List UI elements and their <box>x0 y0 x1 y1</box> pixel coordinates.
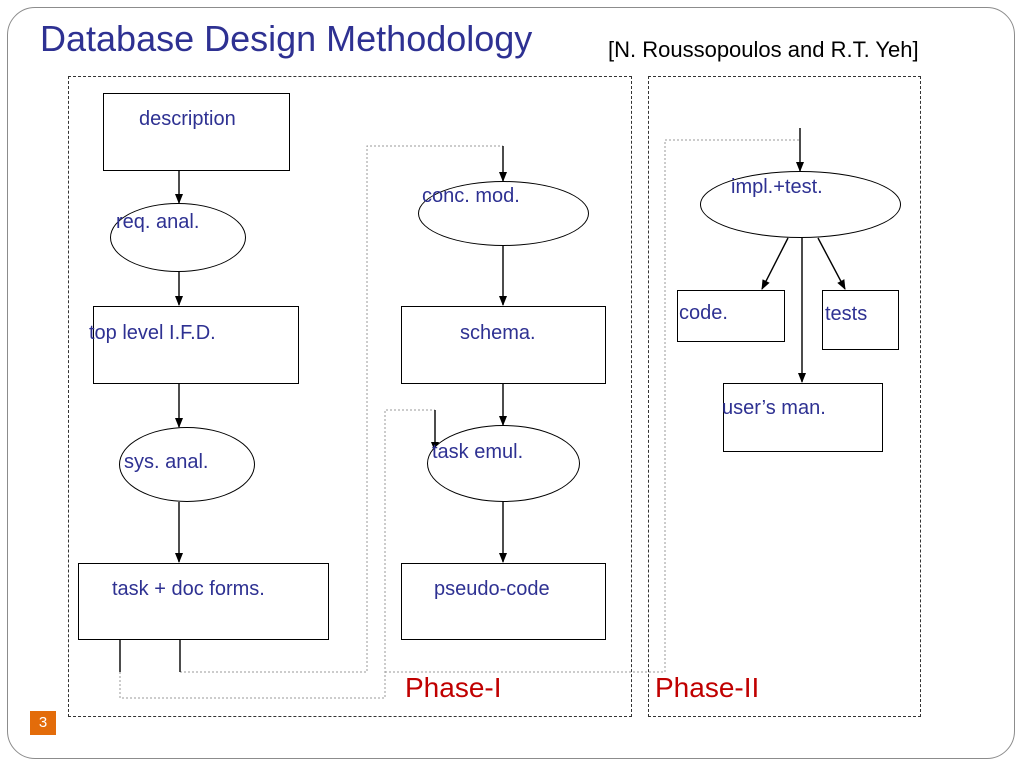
conc-mod-label: conc. mod. <box>422 185 520 207</box>
sys-anal-oval <box>119 427 255 502</box>
schema-box <box>401 306 606 384</box>
top-level-ifd-box <box>93 306 299 384</box>
schema-label: schema. <box>460 322 536 344</box>
task-emul-label: task emul. <box>432 441 524 463</box>
page-number-badge: 3 <box>30 711 56 735</box>
code-label: code. <box>679 302 728 324</box>
phase1-panel <box>68 76 632 717</box>
slide-frame <box>7 7 1015 759</box>
req-anal-label: req. anal. <box>116 211 200 233</box>
phase2-panel <box>648 76 921 717</box>
phase2-label: Phase-II <box>655 672 760 703</box>
pseudo-code-label: pseudo-code <box>434 578 550 600</box>
phase1-label: Phase-I <box>405 672 502 703</box>
arrow-impl-tests <box>817 237 846 290</box>
sys-anal-label: sys. anal. <box>124 451 209 473</box>
description-box <box>103 93 290 171</box>
users-man-label: user’s man. <box>722 397 826 419</box>
code-box <box>677 290 785 342</box>
task-doc-forms-label: task + doc forms. <box>112 578 265 600</box>
pseudo-code-box <box>401 563 606 640</box>
task-emul-oval <box>427 425 580 502</box>
tests-label: tests <box>825 303 868 325</box>
users-man-box <box>723 383 883 452</box>
slide-title: Database Design Methodology <box>40 18 533 59</box>
impl-test-oval <box>700 171 901 238</box>
task-doc-forms-box <box>78 563 329 640</box>
arrow-impl-code <box>761 237 789 290</box>
conc-mod-oval <box>418 181 589 246</box>
description-label: description <box>139 108 236 130</box>
impl-test-label: impl.+test. <box>731 176 823 198</box>
req-anal-oval <box>110 203 246 272</box>
citation: [N. Roussopoulos and R.T. Yeh] <box>608 37 919 62</box>
tests-box <box>822 290 899 350</box>
top-level-ifd-label: top level I.F.D. <box>89 322 216 344</box>
